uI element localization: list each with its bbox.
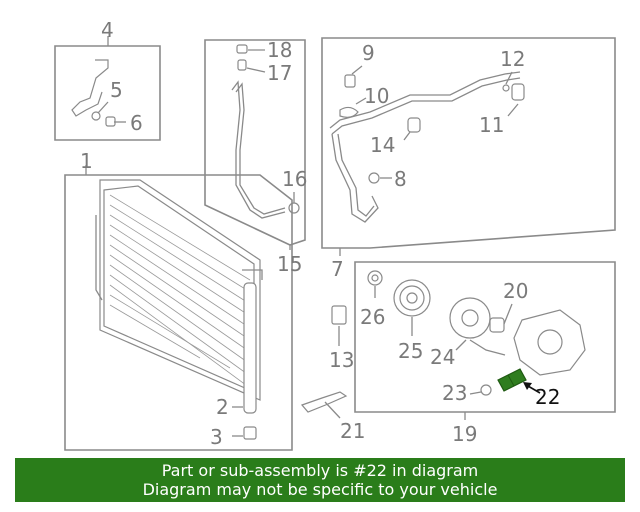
callout-2[interactable]: 2 <box>216 395 229 419</box>
group-box-1 <box>64 165 293 451</box>
info-banner: Part or sub-assembly is #22 in diagram D… <box>15 458 625 502</box>
banner-line-1: Part or sub-assembly is #22 in diagram <box>161 461 479 480</box>
callout-7[interactable]: 7 <box>331 257 344 281</box>
callout-22[interactable]: 22 <box>535 385 560 409</box>
callout-24[interactable]: 24 <box>430 345 455 369</box>
callout-20[interactable]: 20 <box>503 279 528 303</box>
banner-line-2: Diagram may not be specific to your vehi… <box>142 480 498 499</box>
callout-3[interactable]: 3 <box>210 425 223 449</box>
callout-5[interactable]: 5 <box>110 78 123 102</box>
group-box-7 <box>321 37 616 256</box>
callout-6[interactable]: 6 <box>130 111 143 135</box>
highlighted-part-22[interactable] <box>497 368 541 394</box>
callout-1[interactable]: 1 <box>80 149 93 173</box>
callout-16[interactable]: 16 <box>282 167 307 191</box>
callout-26[interactable]: 26 <box>360 305 385 329</box>
callout-8[interactable]: 8 <box>394 167 407 191</box>
callout-18[interactable]: 18 <box>267 38 292 62</box>
group-box-4 <box>54 36 161 141</box>
group-box-19 <box>354 261 616 420</box>
parts-diagram: 1 2 3 4 5 6 7 8 9 10 11 12 13 14 15 16 1… <box>54 18 616 451</box>
callout-15[interactable]: 15 <box>277 252 302 276</box>
callout-21[interactable]: 21 <box>340 419 365 443</box>
callout-4[interactable]: 4 <box>101 18 114 42</box>
callout-19[interactable]: 19 <box>452 422 477 446</box>
callout-14[interactable]: 14 <box>370 133 395 157</box>
callout-12[interactable]: 12 <box>500 47 525 71</box>
callout-10[interactable]: 10 <box>364 84 389 108</box>
callout-11[interactable]: 11 <box>479 113 504 137</box>
callout-25[interactable]: 25 <box>398 339 423 363</box>
callout-23[interactable]: 23 <box>442 381 467 405</box>
group-box-15 <box>204 39 306 250</box>
callout-labels: 1 2 3 4 5 6 7 8 9 10 11 12 13 14 15 16 1… <box>80 18 560 449</box>
loose-parts <box>300 270 383 419</box>
callout-9[interactable]: 9 <box>362 41 375 65</box>
callout-17[interactable]: 17 <box>267 61 292 85</box>
callout-13[interactable]: 13 <box>329 348 354 372</box>
